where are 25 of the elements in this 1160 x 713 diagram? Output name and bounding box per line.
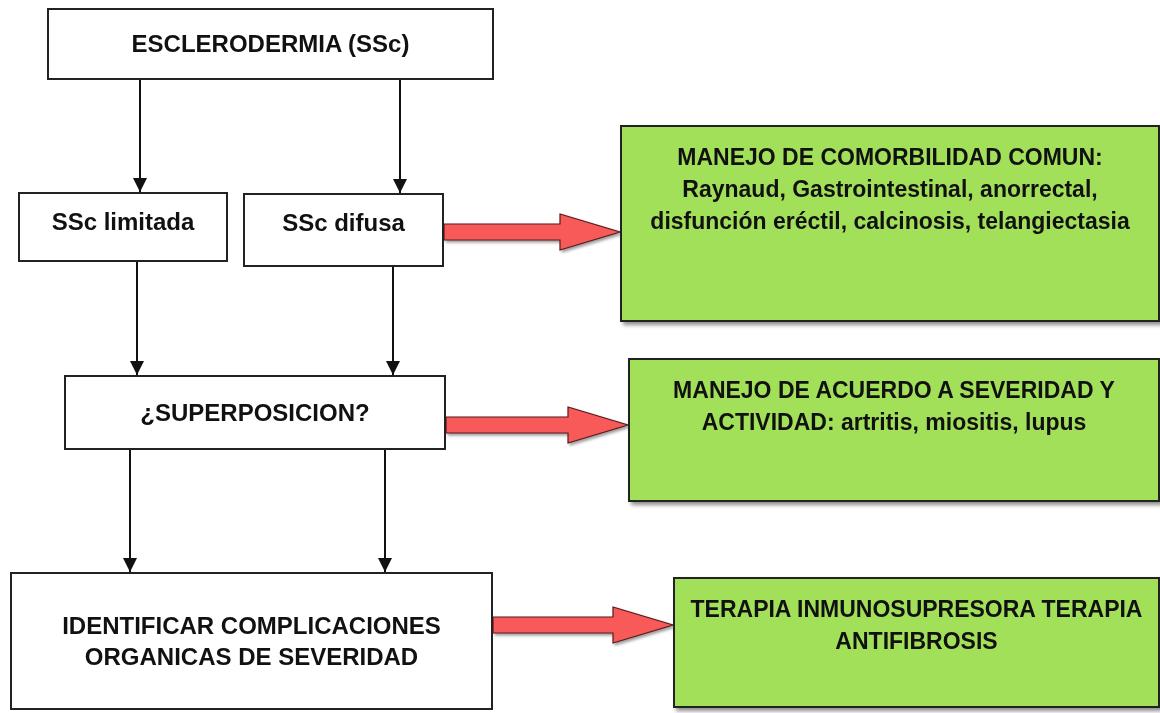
arrow xyxy=(130,261,144,376)
arrow xyxy=(386,266,400,376)
process-box xyxy=(243,193,444,267)
node-label: ¿SUPERPOSICION? xyxy=(140,397,370,428)
node-label: IDENTIFICAR COMPLICACIONES ORGANICAS DE SEVERIDAD xyxy=(61,610,442,672)
process-box xyxy=(64,375,446,450)
node-label: TERAPIA INMUNOSUPRESORA TERAPIA ANTIFIBROSIS xyxy=(689,595,1144,657)
action-box xyxy=(673,577,1160,708)
block-arrow xyxy=(492,606,676,644)
node-label: SSc difusa xyxy=(282,208,405,238)
arrow xyxy=(378,449,392,573)
action-box xyxy=(620,125,1160,322)
block-arrow xyxy=(443,213,623,251)
node-label: ESCLERODERMIA (SSc) xyxy=(131,29,410,60)
process-box xyxy=(47,8,494,80)
node-label: SSc limitada xyxy=(51,207,195,237)
arrow xyxy=(123,449,137,573)
node-label: MANEJO DE ACUERDO A SEVERIDAD Y ACTIVIDAD: artritis, miositis, lupus xyxy=(672,376,1116,438)
block-arrow xyxy=(445,406,631,444)
arrow xyxy=(133,79,147,193)
action-box xyxy=(628,358,1160,502)
process-box xyxy=(10,572,493,710)
node-label: MANEJO DE COMORBILIDAD COMUN: Raynaud, Gastrointestinal, anorrectal, disfunción eréctil, calcinosis, telangiectasia xyxy=(649,143,1131,237)
arrow xyxy=(393,79,407,194)
process-box xyxy=(18,192,228,262)
